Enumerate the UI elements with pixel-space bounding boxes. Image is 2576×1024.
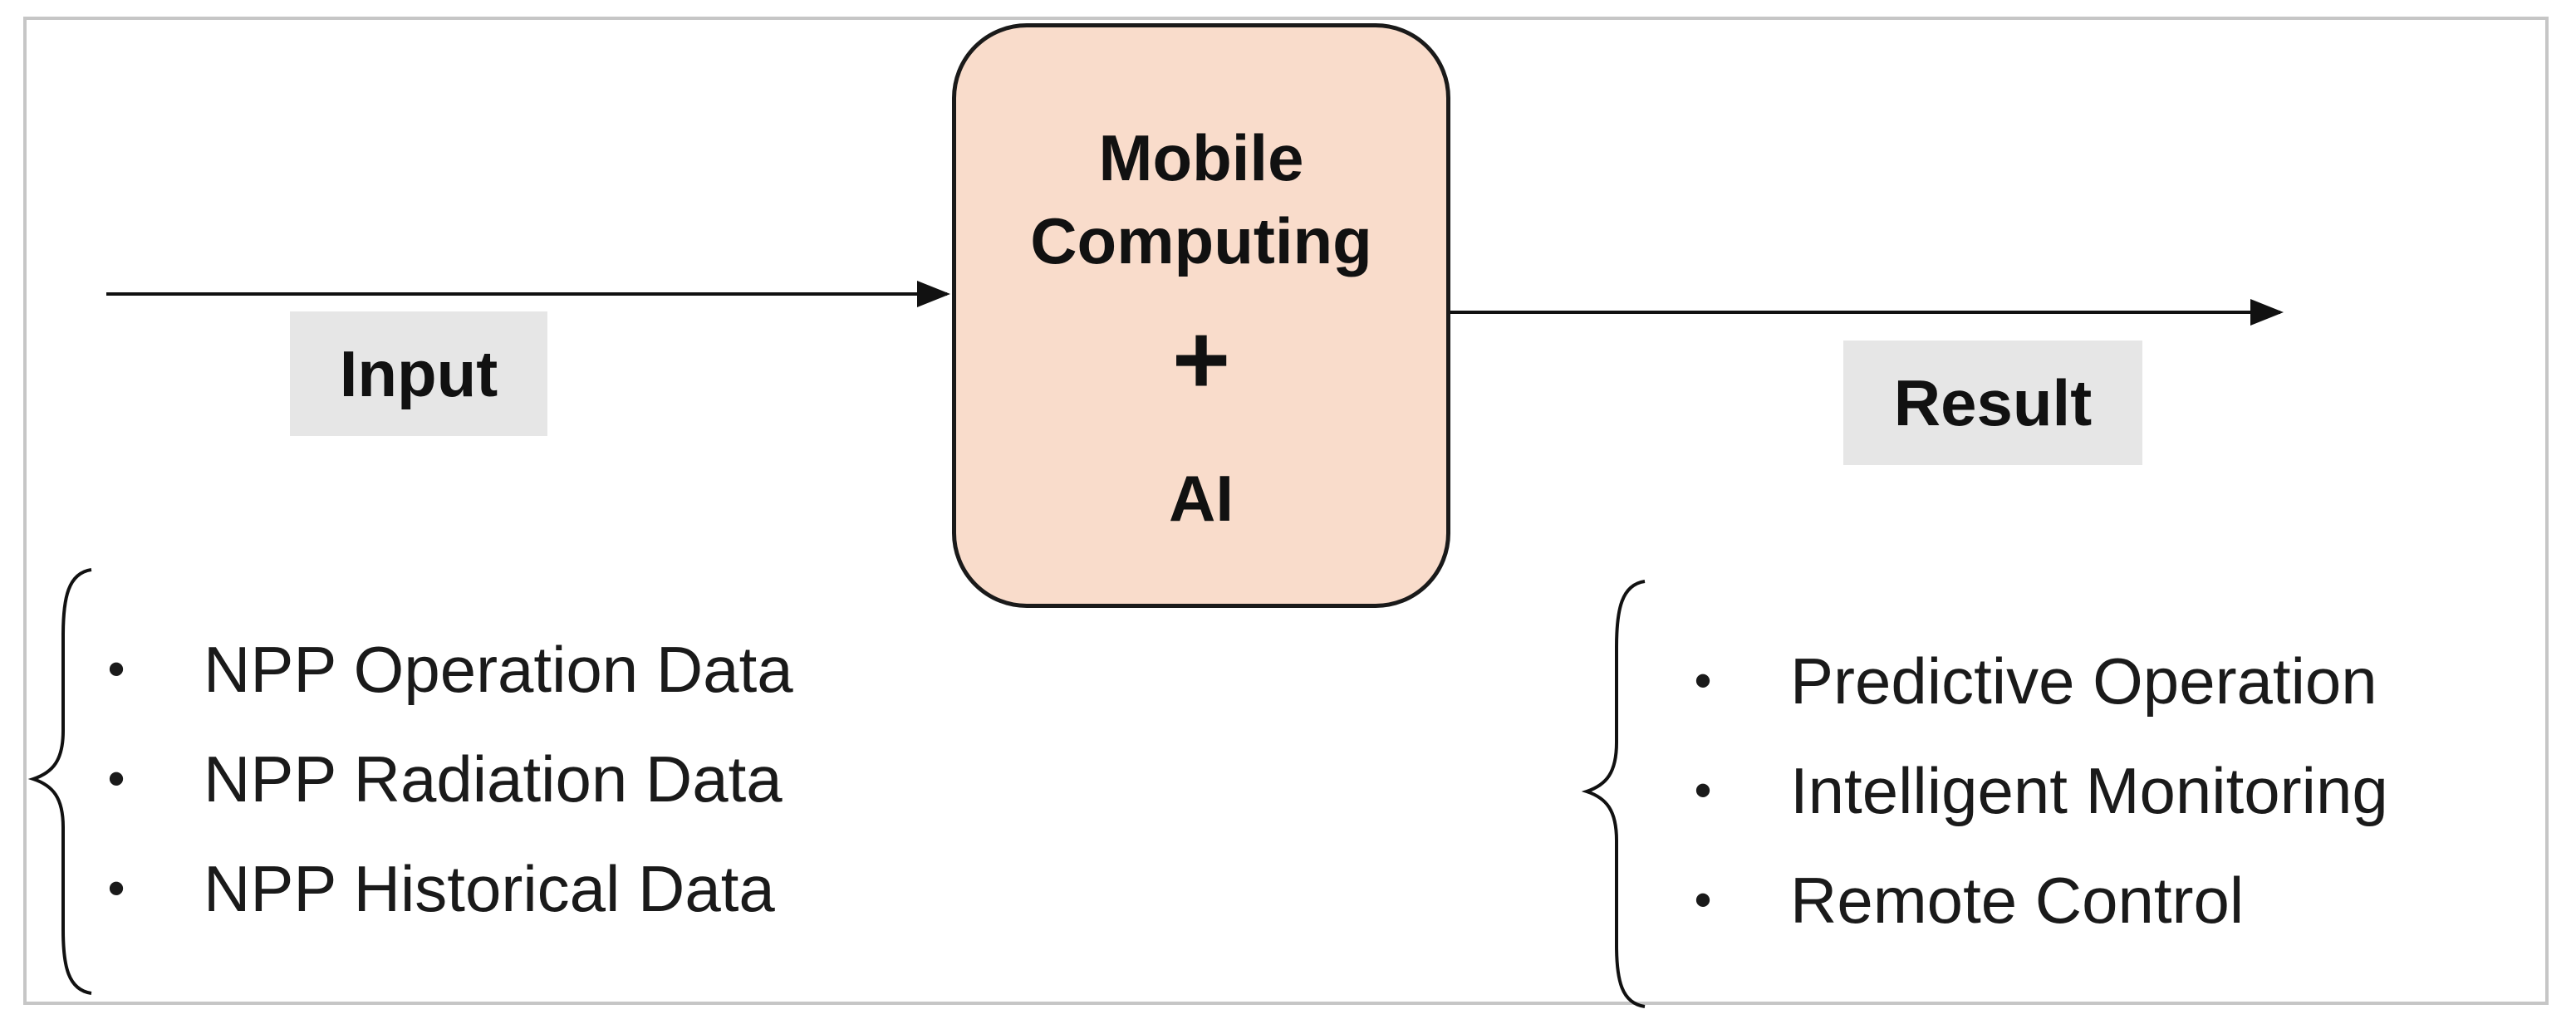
- input-brace: [27, 568, 92, 995]
- bullet-icon: •: [107, 641, 125, 697]
- list-item-text: Remote Control: [1790, 864, 2245, 937]
- input-list: • NPP Operation Data • NPP Radiation Dat…: [100, 615, 793, 943]
- list-item: • NPP Radiation Data: [100, 724, 793, 834]
- box-title-line-2: Computing: [1030, 204, 1372, 277]
- list-item: • Predictive Operation: [1686, 626, 2388, 736]
- box-title-line-1: Mobile: [1098, 121, 1304, 194]
- bullet-icon: •: [1694, 872, 1712, 928]
- list-item: • Intelligent Monitoring: [1686, 736, 2388, 845]
- result-label: Result: [1843, 341, 2142, 465]
- list-item-text: NPP Operation Data: [204, 633, 793, 706]
- list-item: • NPP Historical Data: [100, 834, 793, 943]
- box-title-line-3: AI: [1169, 462, 1234, 535]
- input-label: Input: [290, 311, 547, 436]
- list-item-text: Intelligent Monitoring: [1790, 754, 2388, 827]
- result-list: • Predictive Operation • Intelligent Mon…: [1686, 626, 2388, 955]
- bullet-icon: •: [107, 860, 125, 916]
- list-item-text: NPP Historical Data: [204, 852, 775, 925]
- bullet-icon: •: [1694, 653, 1712, 708]
- bullet-icon: •: [1694, 762, 1712, 818]
- list-item-text: Predictive Operation: [1790, 644, 2377, 718]
- list-item: • Remote Control: [1686, 845, 2388, 955]
- plus-sign: +: [1171, 304, 1231, 415]
- mobile-computing-ai-box: Mobile Computing + AI: [952, 23, 1450, 608]
- result-brace: [1581, 580, 1646, 1008]
- bullet-icon: •: [107, 751, 125, 806]
- list-item-text: NPP Radiation Data: [204, 742, 783, 816]
- list-item: • NPP Operation Data: [100, 615, 793, 724]
